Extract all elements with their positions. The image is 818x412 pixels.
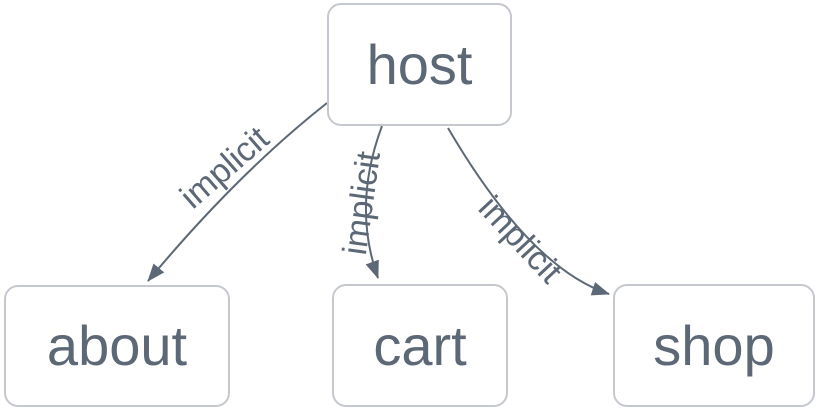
node-cart-label: cart (373, 313, 467, 377)
edge-label-host-about: implicit (173, 119, 277, 216)
node-cart[interactable]: cart (332, 284, 508, 407)
node-shop[interactable]: shop (613, 284, 815, 407)
edge-host-about[interactable] (147, 102, 328, 282)
edge-host-shop[interactable] (447, 127, 610, 296)
edge-host-cart[interactable] (364, 125, 383, 279)
node-about[interactable]: about (4, 285, 230, 407)
node-about-label: about (46, 314, 188, 377)
node-shop-label: shop (653, 313, 775, 377)
node-host[interactable]: host (327, 3, 512, 126)
edge-label-host-shop: implicit (471, 189, 570, 291)
edge-label-host-cart: implicit (336, 149, 388, 258)
node-host-label: host (366, 32, 473, 96)
